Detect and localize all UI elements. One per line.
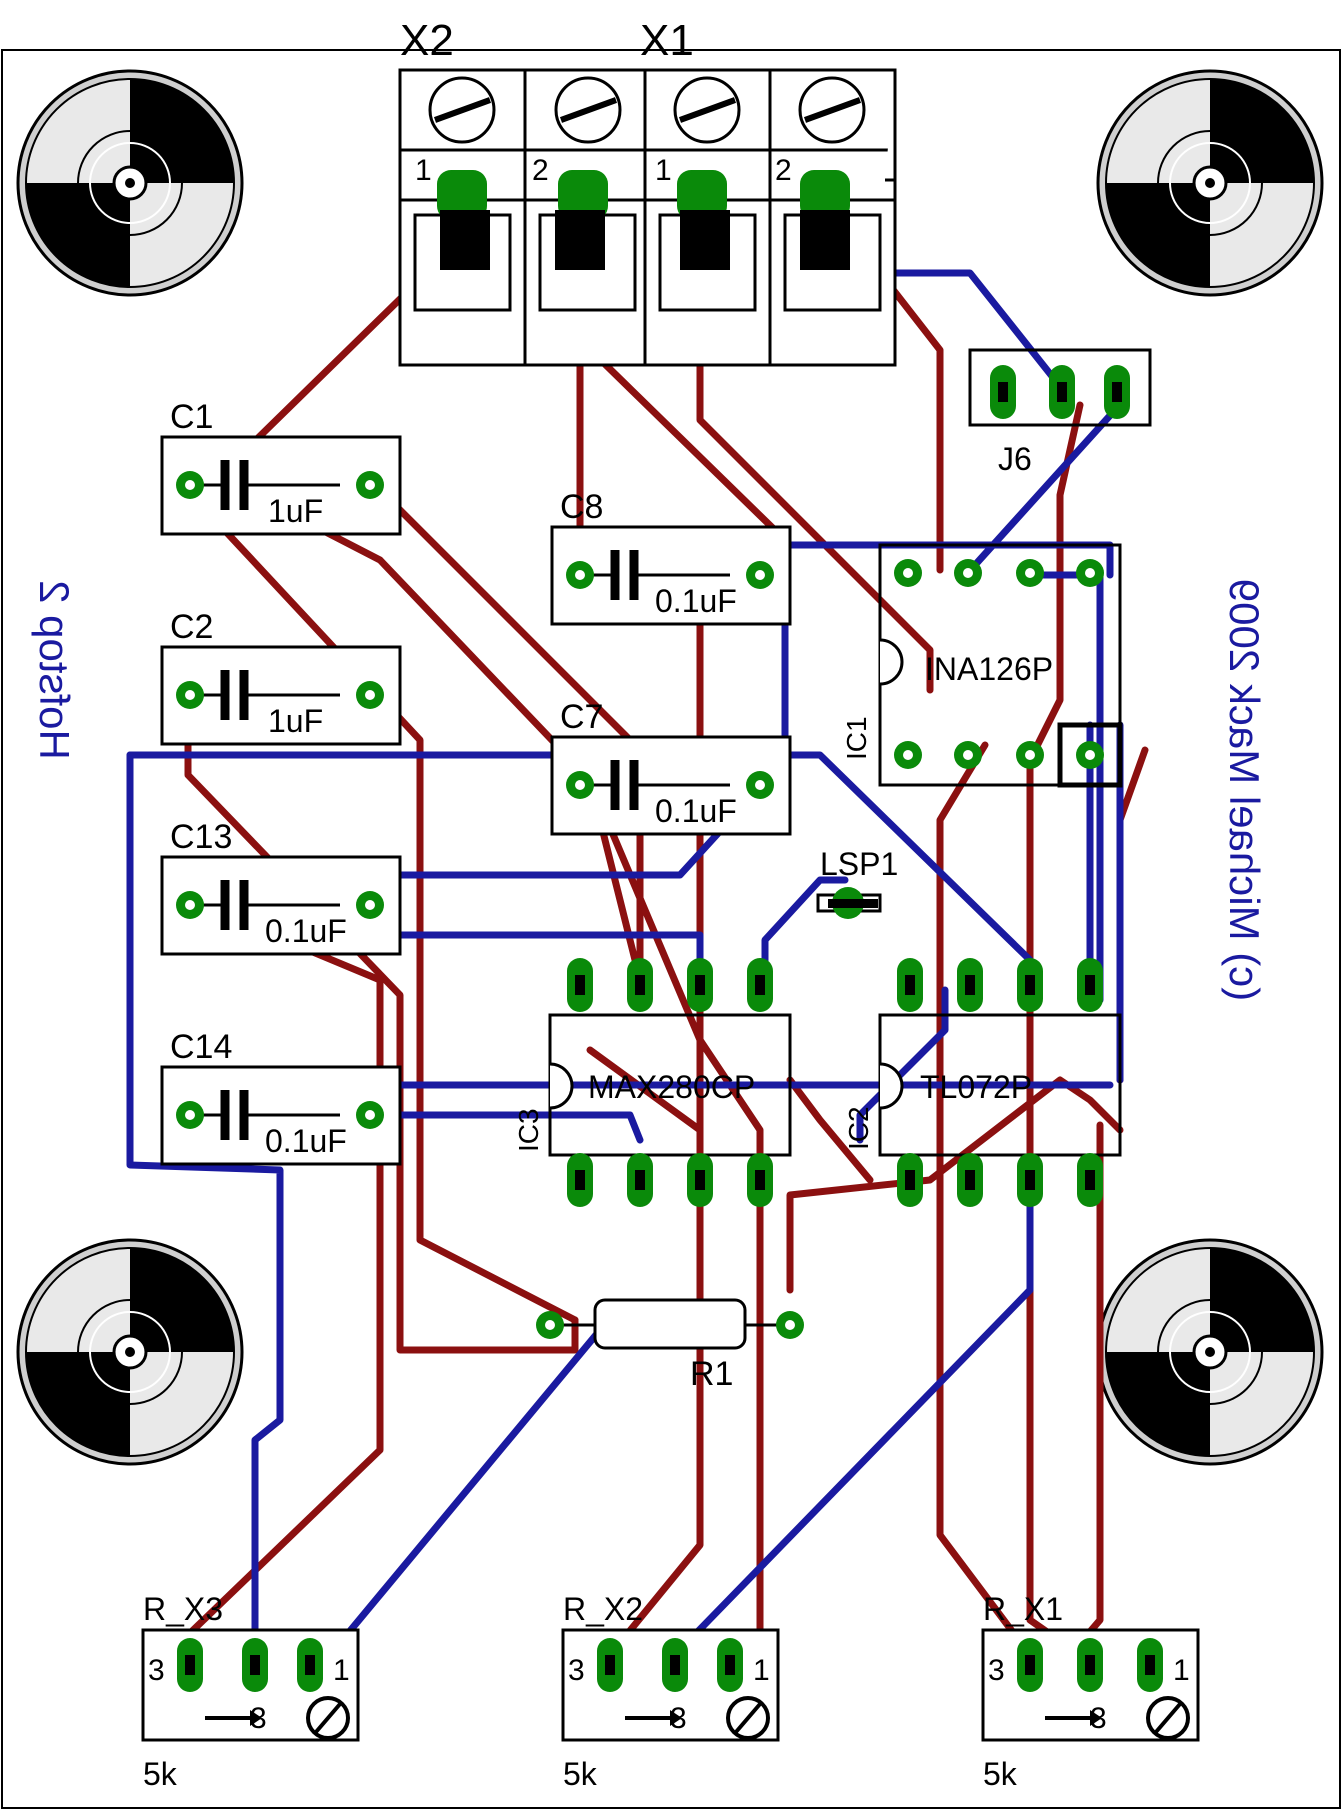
trimmer-pin-label: 3 xyxy=(148,1654,165,1687)
ic2: TL072P IC2 xyxy=(843,958,1122,1207)
trimmer-r-x2-value: 5k xyxy=(563,1756,598,1792)
mounting-hole-icon xyxy=(1096,69,1324,297)
terminal-pin-label: 2 xyxy=(775,154,792,187)
terminal-x1-label: X1 xyxy=(640,16,694,65)
capacitor-c7-value: 0.1uF xyxy=(655,793,737,829)
arrow-icon xyxy=(1090,1710,1102,1726)
ic2-ref-label: IC2 xyxy=(843,1106,874,1150)
capacitor-c1: C1 1uF xyxy=(160,398,402,536)
ic1-ref-label: IC1 xyxy=(841,716,872,760)
trimmer-r-x2: R_X2 5k 3 1 3 xyxy=(561,1591,780,1792)
terminal-x2-label: X2 xyxy=(400,16,454,65)
trimmer-adjust-icon xyxy=(726,1696,770,1740)
terminal-pin-label: 1 xyxy=(415,154,432,187)
capacitor-c7: C7 0.1uF xyxy=(550,698,792,836)
mounting-hole-icon xyxy=(16,1238,244,1466)
arrow-icon xyxy=(250,1710,262,1726)
terminal-pin-label: 2 xyxy=(532,154,549,187)
ic1-part-label: INA126P xyxy=(925,651,1053,687)
trimmer-r-x2-label: R_X2 xyxy=(563,1591,643,1627)
capacitor-c7-label: C7 xyxy=(560,698,603,736)
arrow-icon xyxy=(670,1710,682,1726)
capacitor-c14: C14 0.1uF xyxy=(160,1028,402,1166)
screw-terminal-icon xyxy=(428,76,866,144)
trimmer-r-x3: R_X3 5k 3 1 3 xyxy=(141,1591,360,1792)
trimmer-adjust-icon xyxy=(306,1696,350,1740)
trimmer-adjust-icon xyxy=(1146,1696,1190,1740)
capacitor-c2-value: 1uF xyxy=(268,703,323,739)
capacitor-c14-value: 0.1uF xyxy=(265,1123,347,1159)
capacitor-c8: C8 0.1uF xyxy=(550,488,792,626)
terminal-pads xyxy=(437,170,850,270)
jumper-j6-outline xyxy=(968,348,1152,427)
trimmer-pin-label: 3 xyxy=(988,1654,1005,1687)
trimmer-pin-label: 1 xyxy=(333,1654,350,1687)
speaker-lsp1-label: LSP1 xyxy=(820,846,898,882)
mirrored-copyright-text: (c) Michael Mack 2009 xyxy=(1221,579,1268,1001)
capacitor-c13-value: 0.1uF xyxy=(265,913,347,949)
trimmer-r-x3-value: 5k xyxy=(143,1756,178,1792)
mounting-hole-icon xyxy=(16,69,244,297)
mounting-hole-icon xyxy=(1096,1238,1324,1466)
ic3: MAX280CP IC3 xyxy=(513,958,792,1207)
jumper-pin xyxy=(1104,365,1130,419)
resistor-r1-label: R1 xyxy=(690,1355,733,1393)
ic2-part-label: TL072P xyxy=(920,1069,1032,1105)
trimmer-r-x1-value: 5k xyxy=(983,1756,1018,1792)
mirrored-title-text: Hofstop 2 xyxy=(31,580,78,760)
trimmer-wiper-label: 3 xyxy=(1090,1702,1107,1735)
trimmer-pin-label: 1 xyxy=(753,1654,770,1687)
capacitor-c8-label: C8 xyxy=(560,488,603,526)
ic3-part-label: MAX280CP xyxy=(588,1069,755,1105)
capacitor-c2-label: C2 xyxy=(170,608,213,646)
capacitor-c13: C13 0.1uF xyxy=(160,818,402,956)
trimmer-wiper-label: 3 xyxy=(670,1702,687,1735)
jumper-pin xyxy=(1049,365,1075,419)
capacitor-c13-label: C13 xyxy=(170,818,232,856)
terminal-pin-label: 1 xyxy=(655,154,672,187)
ic3-ref-label: IC3 xyxy=(513,1108,544,1152)
jumper-j6-label: J6 xyxy=(998,441,1032,477)
trimmer-pin-label: 1 xyxy=(1173,1654,1190,1687)
trimmer-r-x1: R_X1 5k 3 1 3 xyxy=(981,1591,1200,1792)
speaker-lsp1: LSP1 xyxy=(816,846,898,919)
jumper-pin xyxy=(990,365,1016,419)
capacitor-c1-value: 1uF xyxy=(268,493,323,529)
trimmer-r-x1-label: R_X1 xyxy=(983,1591,1063,1627)
trimmer-r-x3-label: R_X3 xyxy=(143,1591,223,1627)
capacitor-c1-label: C1 xyxy=(170,398,213,436)
ic1: INA126P IC1 xyxy=(841,543,1123,788)
trimmer-wiper-label: 3 xyxy=(250,1702,267,1735)
capacitor-c2: C2 1uF xyxy=(160,608,402,746)
capacitor-c8-value: 0.1uF xyxy=(655,583,737,619)
resistor-r1: R1 xyxy=(536,1298,804,1393)
trimmer-pin-label: 3 xyxy=(568,1654,585,1687)
capacitor-c14-label: C14 xyxy=(170,1028,232,1066)
